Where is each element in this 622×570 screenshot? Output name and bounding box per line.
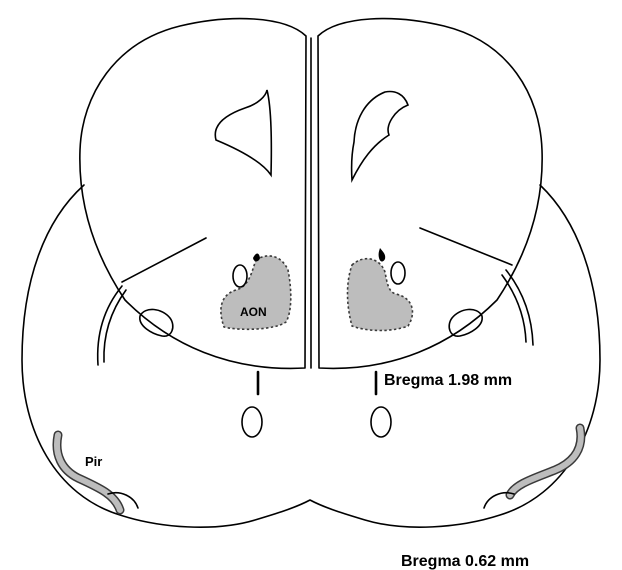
- left-posterior-small-oval: [242, 407, 262, 437]
- right-lateral-ventricle: [352, 92, 408, 180]
- right-lateral-boundary-line: [420, 228, 512, 265]
- pir-region-left: [57, 435, 120, 510]
- right-black-mark: [379, 248, 386, 262]
- left-curved-boundary-inner: [104, 290, 126, 362]
- bregma-anterior-label: Bregma 1.98 mm: [384, 372, 512, 389]
- bregma-posterior-label: Bregma 0.62 mm: [401, 553, 529, 570]
- pir-label: Pir: [85, 454, 102, 469]
- right-small-oval-near-aon: [391, 262, 405, 284]
- right-posterior-small-oval: [371, 407, 391, 437]
- left-curved-boundary: [98, 286, 122, 365]
- aon-label: AON: [240, 305, 267, 319]
- left-lateral-boundary-line: [122, 238, 206, 282]
- right-lateral-oval: [449, 309, 482, 336]
- left-lateral-oval: [140, 309, 173, 336]
- pir-region-right: [510, 428, 581, 495]
- left-lateral-ventricle: [215, 90, 271, 175]
- left-small-oval-near-aon: [233, 265, 247, 287]
